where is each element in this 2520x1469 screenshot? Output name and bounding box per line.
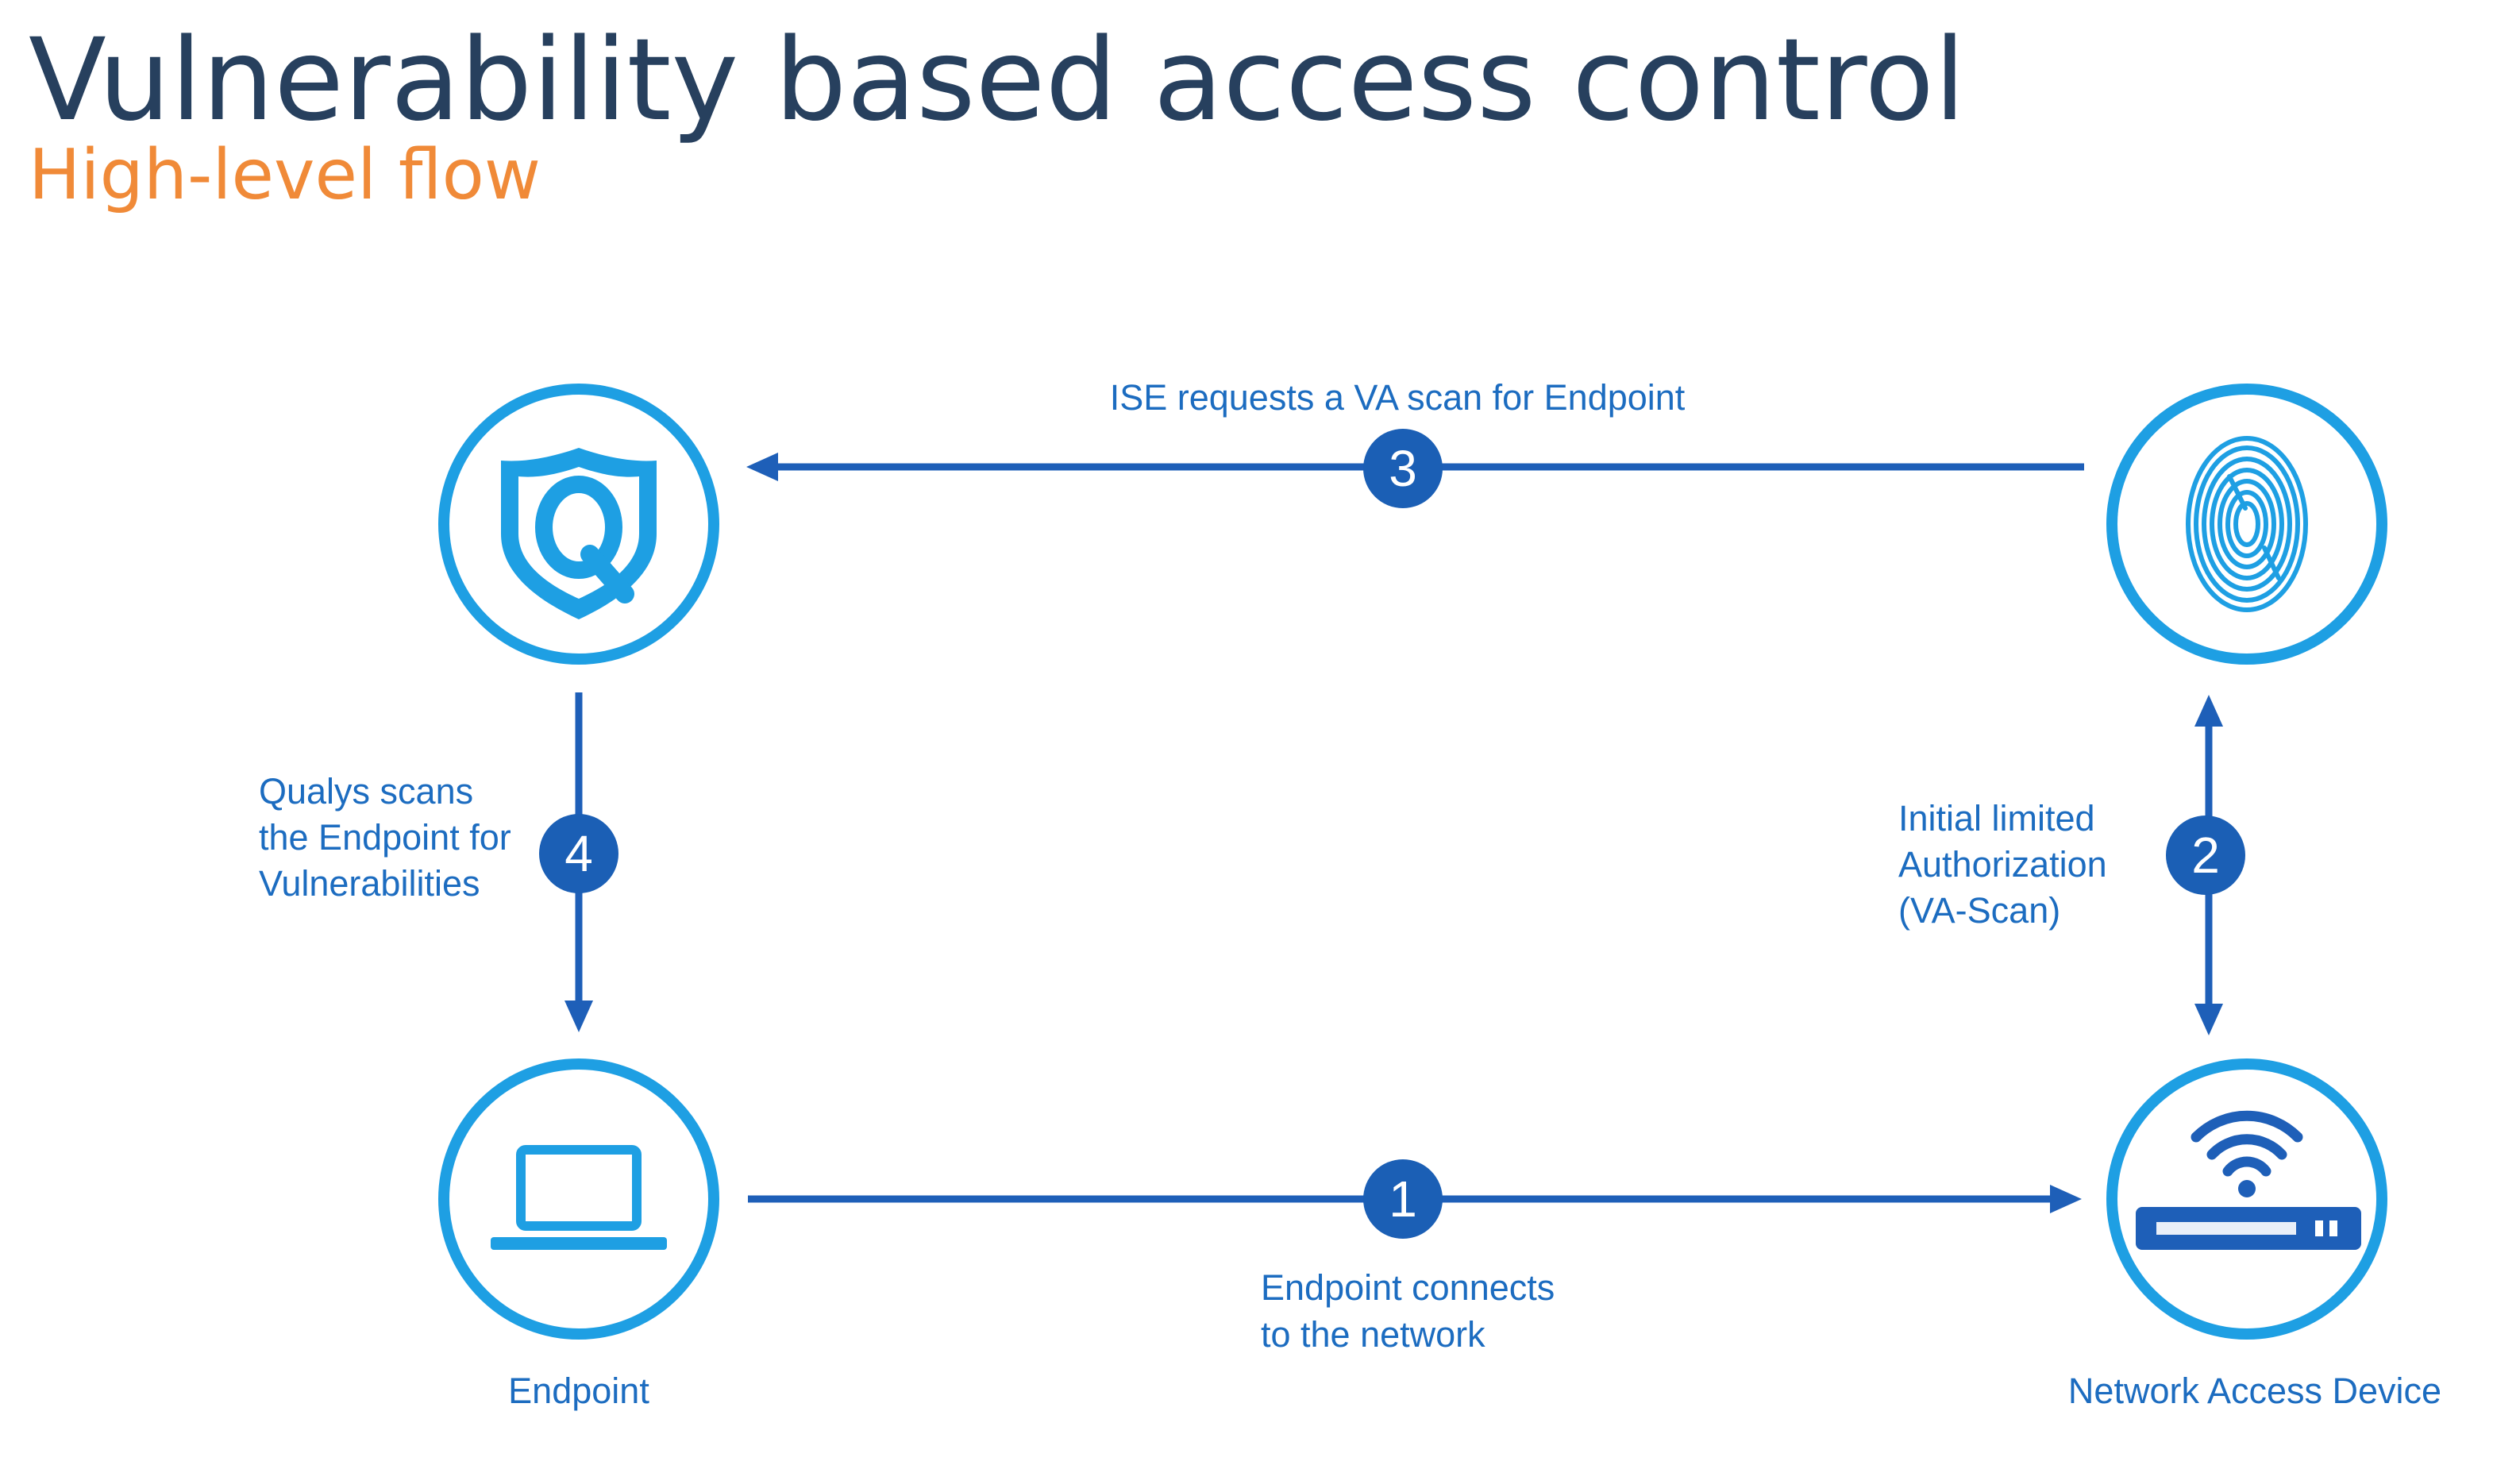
svg-text:(VA-Scan): (VA-Scan) <box>1898 890 2060 931</box>
svg-text:Authorization: Authorization <box>1898 844 2107 885</box>
svg-text:1: 1 <box>1389 1170 1417 1228</box>
step-badge-3: 3 <box>1363 429 1443 508</box>
svg-text:3: 3 <box>1389 440 1417 497</box>
step-2-label: Initial limited Authorization (VA-Scan) <box>1898 798 2107 931</box>
svg-text:2: 2 <box>2191 827 2220 884</box>
step-badge-1: 1 <box>1363 1159 1443 1239</box>
svg-text:to the network: to the network <box>1261 1314 1485 1355</box>
node-endpoint <box>438 1058 719 1340</box>
step-badge-4: 4 <box>539 814 618 893</box>
page-title: Vulnerability based access control <box>29 13 1966 146</box>
wireless-switch-icon <box>2136 1110 2361 1250</box>
svg-text:Endpoint connects: Endpoint connects <box>1261 1267 1555 1308</box>
step-1-label: Endpoint connects to the network <box>1261 1267 1555 1355</box>
svg-text:Initial limited: Initial limited <box>1898 798 2095 839</box>
network-access-device-label: Network Access Device <box>2068 1371 2441 1411</box>
qualys-shield-icon <box>501 448 657 619</box>
step-badge-2: 2 <box>2166 815 2245 895</box>
fingerprint-icon <box>2186 436 2308 612</box>
svg-text:Vulnerabilities: Vulnerabilities <box>259 863 480 904</box>
node-ise <box>2106 384 2387 665</box>
laptop-icon <box>491 1145 667 1250</box>
svg-text:4: 4 <box>564 825 593 882</box>
node-network-access-device <box>2106 1058 2387 1340</box>
svg-text:Qualys scans: Qualys scans <box>259 771 473 812</box>
step-3-label: ISE requests a VA scan for Endpoint <box>1110 377 1686 418</box>
node-qualys <box>438 384 719 665</box>
page-subtitle: High-level flow <box>29 134 541 215</box>
endpoint-label: Endpoint <box>508 1371 649 1411</box>
step-4-label: Qualys scans the Endpoint for Vulnerabil… <box>259 771 511 904</box>
svg-text:the Endpoint for: the Endpoint for <box>259 817 511 858</box>
